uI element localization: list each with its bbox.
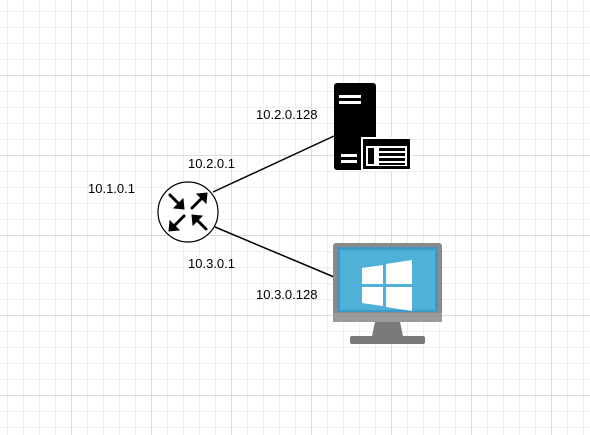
link-router-windows-pc[interactable] [214,226,335,278]
router-icon [168,192,208,232]
windows-monitor-icon [333,243,442,344]
pc-address-label: 10.3.0.128 [256,287,317,302]
router-address-label: 10.1.0.1 [88,181,135,196]
router-server-interface-label: 10.2.0.1 [188,156,235,171]
router-node[interactable] [157,181,219,243]
server-node[interactable] [334,83,412,171]
server-icon [334,83,412,171]
windows-logo-icon [362,260,412,311]
windows-pc-node[interactable] [333,243,442,344]
link-router-server[interactable] [212,135,335,193]
server-address-label: 10.2.0.128 [256,107,317,122]
router-pc-interface-label: 10.3.0.1 [188,256,235,271]
